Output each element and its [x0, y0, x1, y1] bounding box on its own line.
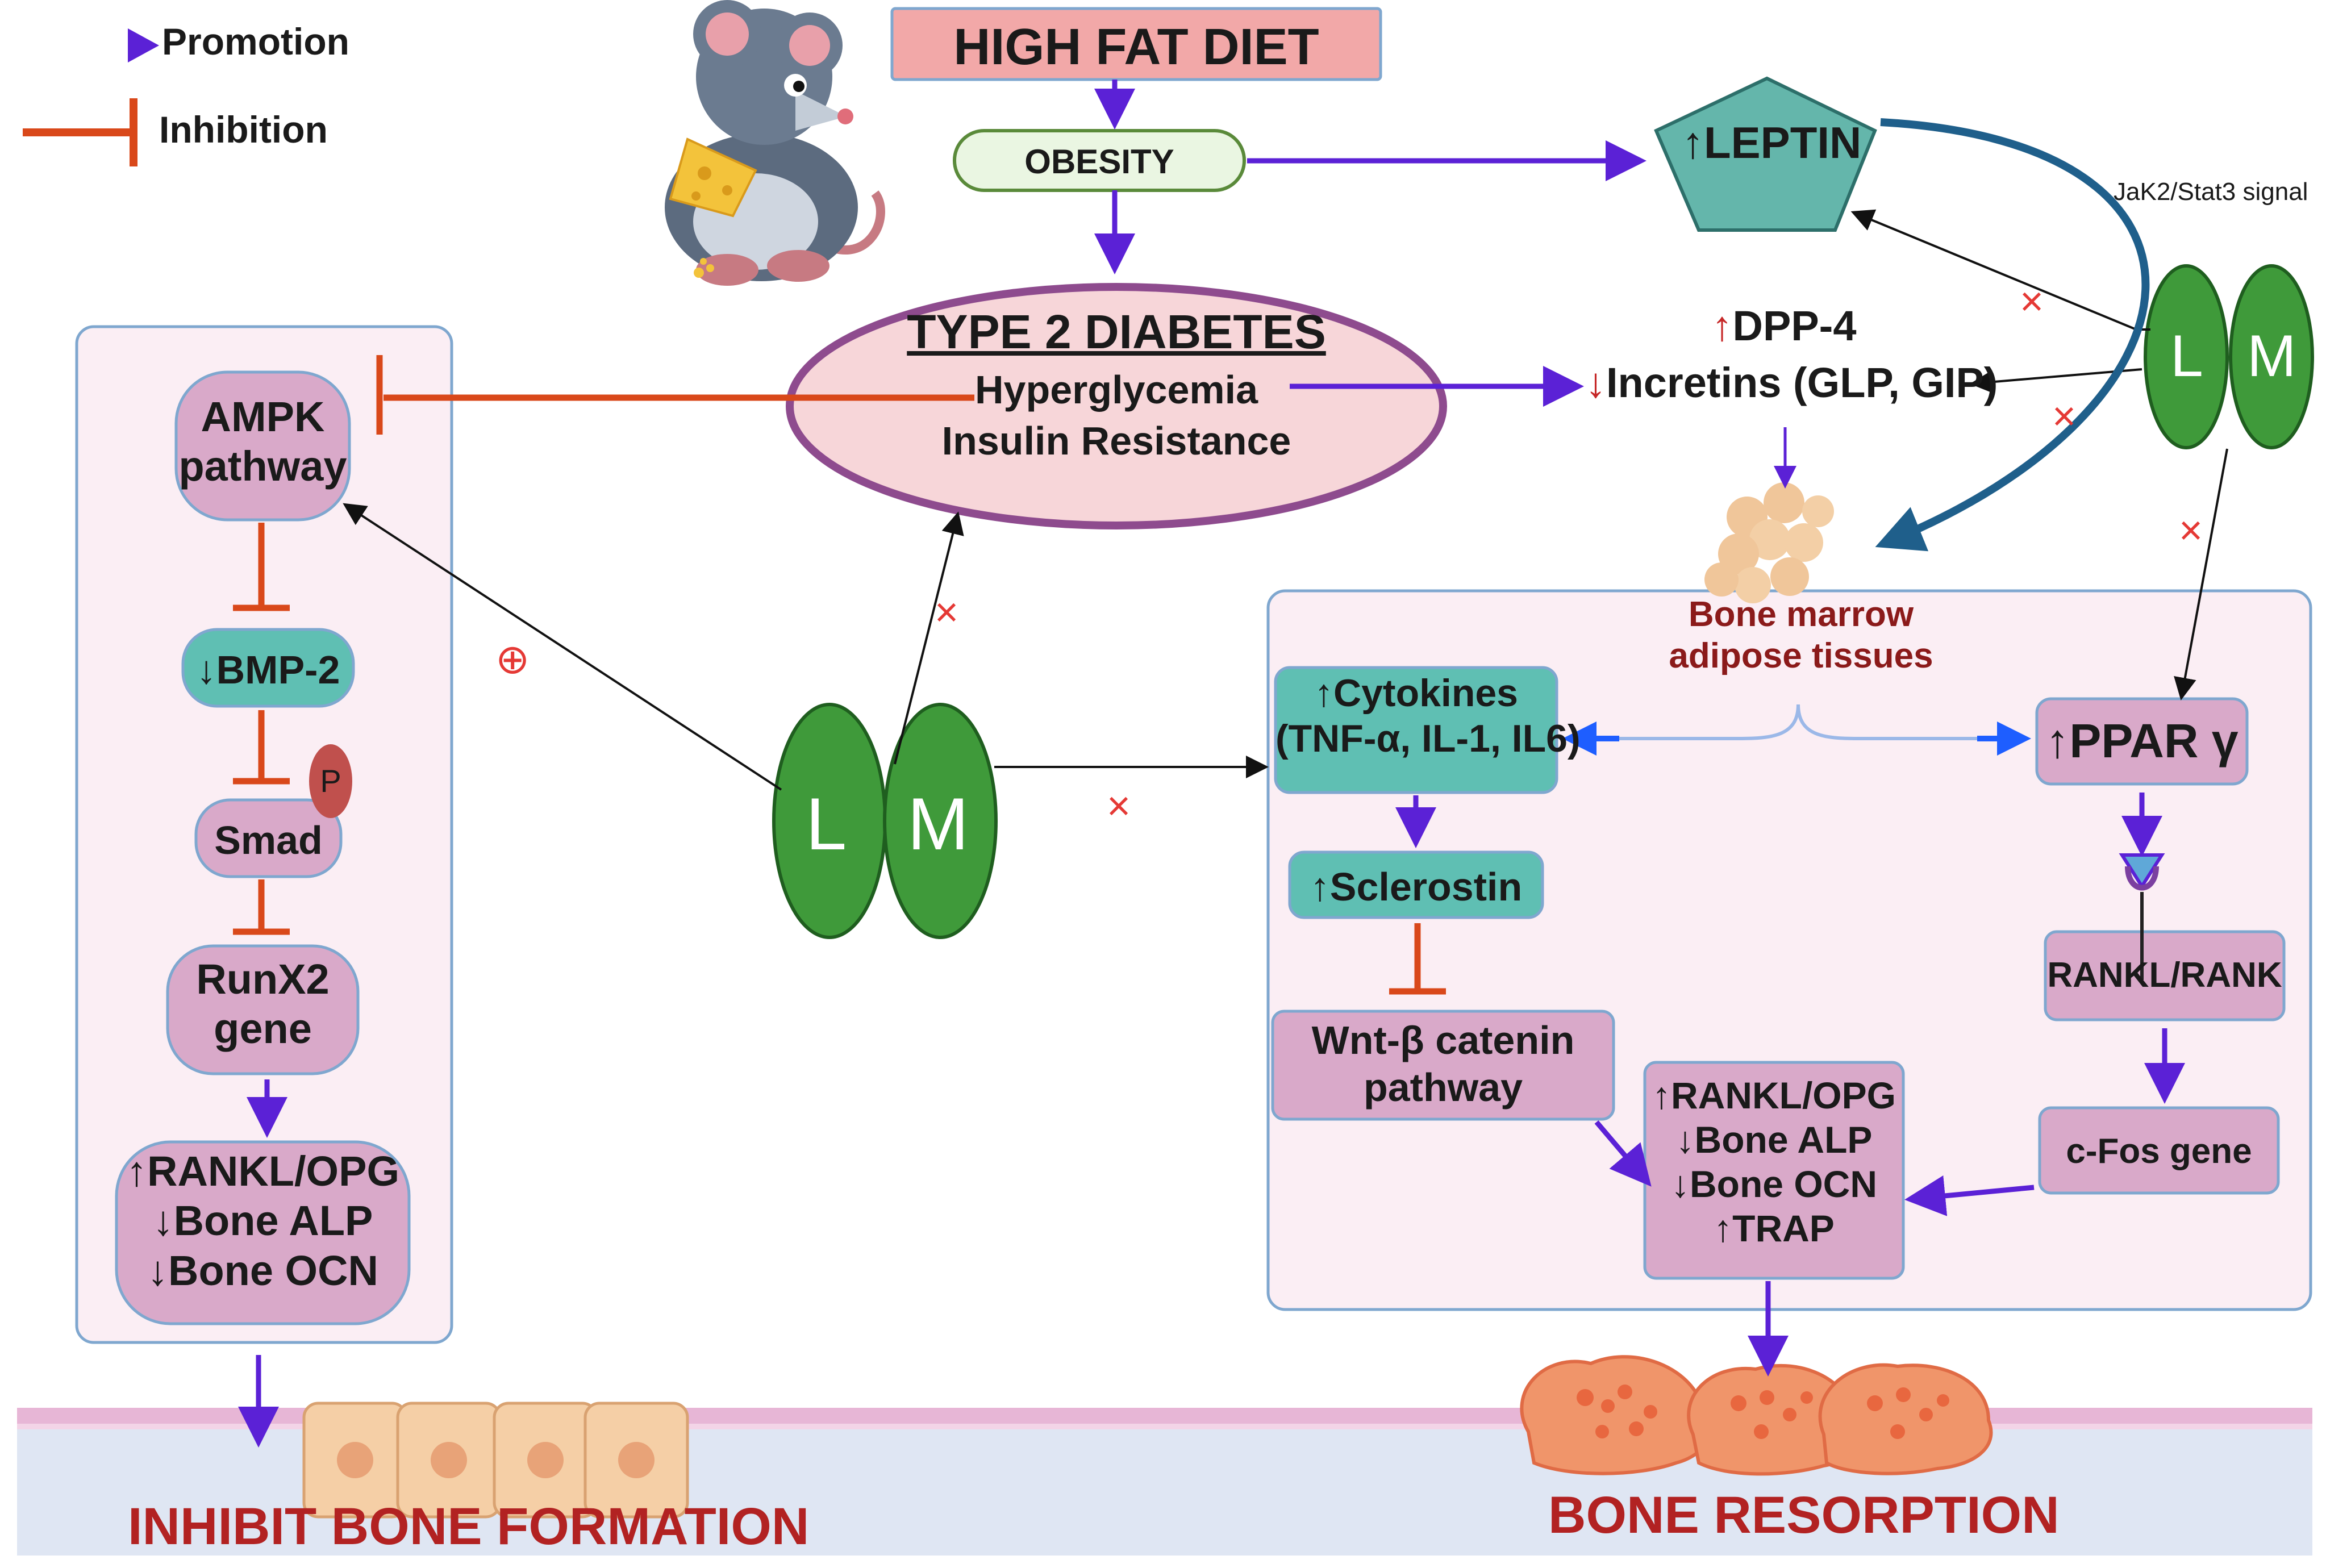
marrow-bracket: [1585, 704, 2011, 740]
lm-pair-center: [772, 703, 998, 939]
wnt-box: [1271, 1010, 1615, 1121]
cfos-box: [2038, 1106, 2280, 1195]
jak-stat-arrow: [1875, 118, 2150, 552]
obesity-box: [953, 129, 1246, 192]
high-fat-diet-box: [890, 7, 1382, 81]
legend-inhibition-bar: [23, 98, 137, 166]
sclerostin-box: [1288, 850, 1544, 919]
ppar-box: [2035, 697, 2249, 786]
inhibition-bars: [233, 355, 1446, 995]
rankl-rank-box: [2044, 930, 2286, 1021]
legend-promotion-arrow: [11, 28, 159, 62]
adipocyte-cluster: [1704, 482, 1834, 603]
right-markers-box: [1643, 1061, 1905, 1280]
diabetes-ellipse: [786, 283, 1447, 529]
osteoclast-cells: [1520, 1355, 1993, 1476]
osteoblast-cells: [302, 1402, 689, 1519]
left-markers-box: [115, 1140, 411, 1325]
leptin-pentagon: [1654, 76, 1877, 232]
bmp2-box: [181, 628, 355, 708]
ampk-box: [174, 370, 351, 522]
cytokines-box: [1274, 666, 1558, 794]
runx2-box: [166, 944, 360, 1075]
smad-box: [194, 798, 343, 878]
lm-effect-arrows: [343, 209, 2228, 791]
phospho-marker: [309, 744, 352, 818]
mouse-illustration: [665, 0, 885, 286]
lm-pair-right: [2144, 264, 2314, 449]
promotion-arrows: [238, 80, 2185, 1448]
